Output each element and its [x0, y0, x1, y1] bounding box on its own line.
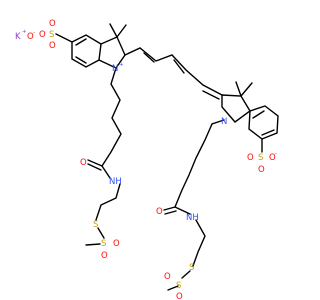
lower-amide-bond [174, 206, 191, 215]
upper-indolium-n: N [112, 64, 118, 74]
upper-sulfonyl-s: S [101, 239, 106, 249]
bond-skeleton [55, 23, 279, 291]
upper-sulfonate-o-top: O [49, 19, 56, 29]
potassium-oxygen: O [27, 32, 34, 42]
upper-amide-bond [101, 165, 111, 179]
lower-sulfonate-s: S [258, 153, 263, 163]
lower-methyl-2 [240, 82, 253, 97]
lower-sulfonate-o-left: O [247, 153, 254, 163]
upper-amide-o: O [80, 158, 87, 168]
lower-pyrrole-ring [221, 94, 251, 123]
upper-sulfonyl-o-bottom: O [101, 251, 108, 261]
chain-double-3 [202, 90, 220, 100]
lower-sulfonyl-o-left: O [164, 272, 171, 282]
polymethine-chain [124, 47, 223, 96]
chemical-structure: K + O - S O O O N + O NH S S O O N S O O… [15, 19, 279, 300]
upper-indolium-charge: + [119, 62, 124, 68]
lower-carbonyl-double [164, 210, 177, 215]
upper-s-methyl [85, 243, 101, 246]
upper-carbonyl [87, 159, 103, 167]
upper-sulfonate-o-left: O [39, 30, 46, 40]
potassium-oxygen-charge: - [33, 30, 35, 36]
lower-indole-n: N [221, 117, 227, 127]
chain-double-1 [143, 52, 155, 63]
upper-s-s-bond [97, 227, 105, 239]
lower-s-methyl [167, 285, 179, 291]
upper-ring-double-2 [75, 56, 87, 64]
lower-sulfonate-charge: - [275, 151, 277, 157]
upper-alkyl-chain [101, 67, 122, 167]
potassium-charge: + [22, 29, 27, 35]
lower-s-s-bond [181, 270, 191, 279]
upper-sulfonate-o-bottom: O [49, 41, 56, 51]
upper-thio-s: S [93, 220, 98, 230]
upper-amide-nh: NH [109, 177, 122, 187]
upper-sulfonate-bond [55, 33, 73, 43]
lower-sulfonyl-o-bottom: O [176, 292, 183, 300]
lower-amide-nh: NH [186, 213, 199, 223]
upper-methyl-2 [116, 24, 127, 38]
lower-methyl-1 [235, 81, 242, 97]
upper-benzene-ring [71, 34, 102, 68]
upper-methyl-1 [109, 23, 118, 38]
lower-ring-double-1 [252, 110, 265, 119]
potassium-label: K [15, 32, 21, 42]
lower-carbonyl [163, 206, 176, 211]
lower-ring-double-2 [261, 129, 275, 136]
lower-sulfonate-o-right: O [269, 153, 276, 163]
upper-sulfonate-s: S [49, 30, 54, 40]
lower-benzene-ring [248, 105, 279, 140]
lower-thio-s: S [189, 263, 194, 273]
upper-ring-double-1 [75, 38, 87, 46]
chain-double-2 [173, 59, 185, 74]
lower-sulfonyl-s: S [176, 281, 181, 291]
upper-sulfonyl-o-right: O [113, 239, 120, 249]
upper-ethyl-linker [95, 183, 121, 221]
lower-alkyl-chain [174, 119, 225, 208]
lower-amide-o: O [156, 207, 163, 217]
atom-labels: K + O - S O O O N + O NH S S O O N S O O… [15, 19, 277, 300]
lower-sulfonate-o-bottom: O [258, 165, 265, 175]
lower-ethyl-linker [192, 219, 206, 267]
upper-carbonyl-double [87, 163, 102, 171]
